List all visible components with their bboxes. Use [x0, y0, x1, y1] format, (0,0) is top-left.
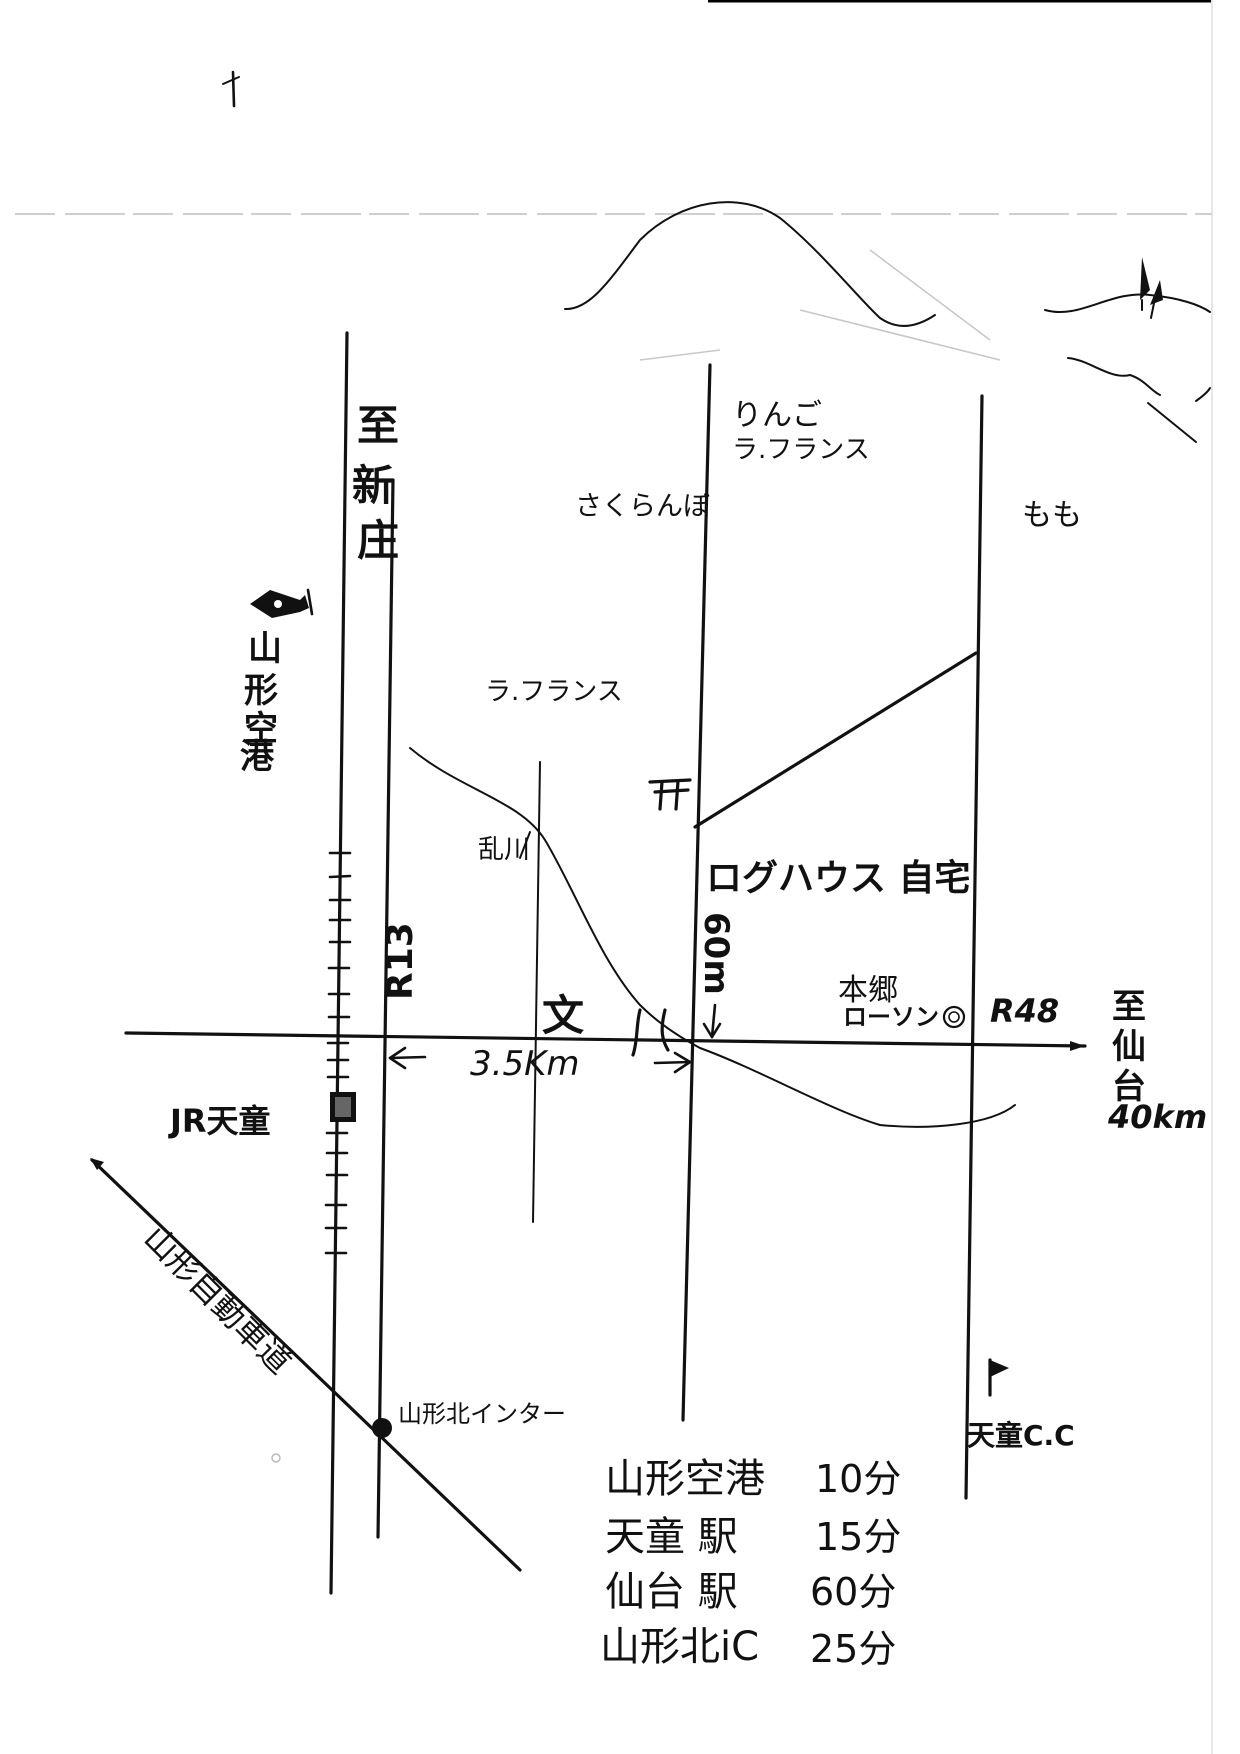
railway-line: [329, 331, 349, 1595]
distance-arrows: [388, 1046, 692, 1074]
home-distance-arrow: [702, 1003, 722, 1039]
lawson-label-store: ローソン: [843, 1003, 939, 1031]
distance-label: 3.5Km: [470, 1044, 580, 1084]
river-mark: [519, 831, 531, 859]
travel-times-table: 山形空港 10分 天童 駅 15分 仙台 駅 60分 山形北iC 25分: [600, 1456, 901, 1671]
orchard-la-france-left: ラ.フランス: [485, 677, 623, 707]
sendai-direction-1: 至: [1112, 987, 1146, 1027]
golf-label: 天童C.C: [967, 1419, 1075, 1452]
school-symbol: 文: [542, 991, 584, 1040]
interchange-dot: [372, 1418, 392, 1438]
railway-ticks: [324, 851, 352, 1255]
shrine-torii-icon: [648, 778, 692, 811]
river-midare: [409, 747, 1016, 1128]
travel-time-3: 60分: [810, 1570, 896, 1614]
north-mark-icon: [222, 70, 240, 108]
travel-time-1: 10分: [815, 1457, 901, 1501]
airport-label-2: 形: [244, 671, 278, 711]
airport-label-3: 空: [244, 709, 278, 749]
home-label: ログハウス 自宅: [706, 857, 971, 899]
road-r13: [376, 478, 395, 1539]
diagonal-road: [693, 651, 978, 829]
home-road: [681, 363, 712, 1422]
orchard-la-france-top: ラ.フランス: [732, 435, 870, 465]
interchange-label: 山形北インター: [398, 1400, 566, 1428]
sendai-direction-2: 仙: [1112, 1027, 1146, 1067]
r48-label: R48: [990, 992, 1059, 1030]
travel-place-4: 山形北iC: [600, 1624, 759, 1670]
mountain-slope: [1067, 357, 1161, 396]
school-road: [532, 761, 541, 1223]
river-label: 乱川: [478, 835, 530, 865]
mountain-ridge: [564, 201, 936, 327]
bridge-icon: [631, 1008, 670, 1057]
sendai-direction-3: 台: [1112, 1067, 1146, 1107]
r13-label: R13: [380, 922, 421, 1000]
scan-speck: [271, 1453, 281, 1463]
travel-time-4: 25分: [810, 1627, 896, 1671]
orchard-apple: りんご: [732, 398, 822, 433]
faint-mountain-shading: [639, 249, 1001, 361]
lawson-icon: [942, 1005, 966, 1029]
shinjo-direction-2: 新: [352, 461, 394, 510]
mountain-ridge-2: [1044, 293, 1211, 313]
travel-place-3: 仙台 駅: [605, 1569, 738, 1615]
travel-place-2: 天童 駅: [605, 1514, 738, 1560]
mountain-slope-3: [1195, 387, 1211, 402]
expressway: [90, 1158, 522, 1572]
expressway-arrowhead: [90, 1158, 104, 1170]
travel-place-1: 山形空港: [605, 1456, 765, 1502]
travel-time-2: 15分: [815, 1515, 901, 1559]
tree-icon: [1140, 257, 1163, 319]
station-icon-inner: [335, 1097, 351, 1117]
lawson-label-area: 本郷: [838, 973, 898, 1008]
home-distance-label: 60m: [696, 912, 736, 995]
east-road: [964, 394, 984, 1500]
airport-label-1: 山: [248, 629, 282, 669]
sendai-distance: 40km: [1107, 1098, 1207, 1136]
golf-flag-icon: [988, 1358, 1009, 1397]
shinjo-direction-3: 庄: [357, 516, 399, 565]
airplane-icon: [250, 588, 314, 618]
orchard-peach: もも: [1022, 498, 1082, 533]
road-r48: [124, 1031, 1087, 1048]
r48-arrowhead: [1070, 1041, 1085, 1051]
orchard-cherry: さくらんぼ: [575, 491, 710, 522]
mountain-slope-2: [1147, 402, 1197, 443]
shinjo-direction-1: 至: [357, 401, 399, 450]
station-label: JR天童: [168, 1102, 271, 1140]
airport-label-4: 港: [240, 737, 275, 777]
expressway-label: 山形自動車道: [136, 1219, 299, 1382]
